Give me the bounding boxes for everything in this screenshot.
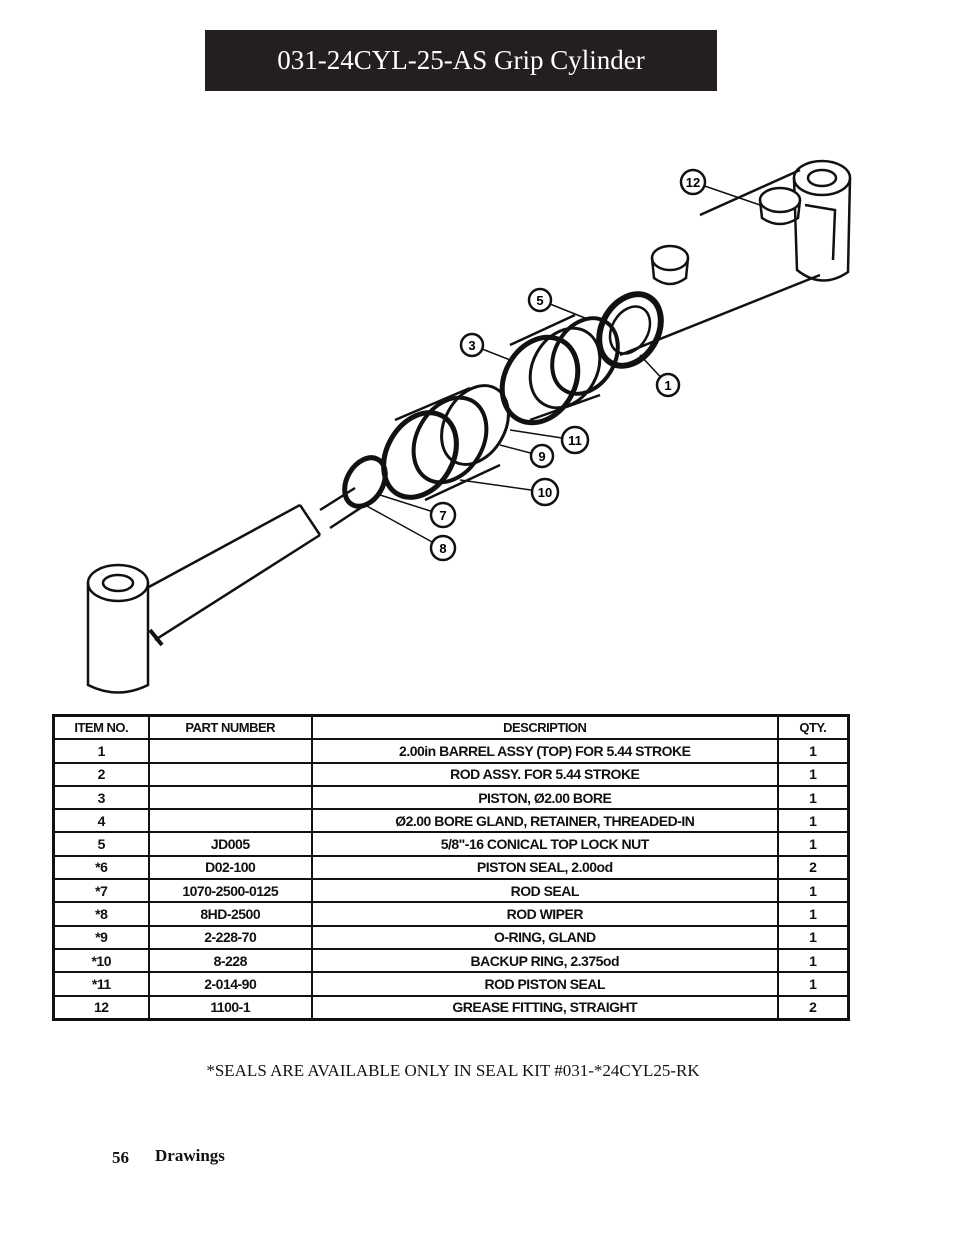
cell-item-no: *9 [52, 924, 150, 950]
cell-part-number: 2-228-70 [147, 924, 313, 950]
cell-part-number: 1070-2500-0125 [147, 878, 313, 904]
cell-description: PISTON, Ø2.00 BORE [310, 784, 779, 811]
cell-item-no: 5 [52, 831, 150, 857]
page-title: 031-24CYL-25-AS Grip Cylinder [205, 30, 717, 91]
balloon-8-label: 8 [439, 541, 446, 556]
cell-qty: 1 [776, 947, 850, 974]
cell-description: ROD PISTON SEAL [310, 971, 779, 997]
page-number: 56 [112, 1148, 129, 1167]
cell-qty: 1 [776, 738, 850, 764]
cell-item-no: *8 [52, 901, 150, 927]
cell-qty: 1 [776, 784, 850, 811]
cell-description: ROD ASSY. FOR 5.44 STROKE [310, 761, 779, 787]
cell-item-no: 3 [52, 784, 150, 811]
cell-item-no: *7 [52, 878, 150, 904]
cell-description: Ø2.00 BORE GLAND, RETAINER, THREADED-IN [310, 808, 779, 834]
cell-qty: 1 [776, 901, 850, 927]
cell-description: GREASE FITTING, STRAIGHT [310, 994, 779, 1021]
cell-part-number: 1100-1 [147, 994, 313, 1021]
cell-description: PISTON SEAL, 2.00od [310, 854, 779, 881]
cell-qty: 1 [776, 808, 850, 834]
balloon-1-label: 1 [664, 378, 671, 393]
cell-item-no: 12 [52, 994, 150, 1021]
cell-description: 5/8"-16 CONICAL TOP LOCK NUT [310, 831, 779, 857]
cell-item-no: *10 [52, 947, 150, 974]
balloon-3-label: 3 [468, 338, 475, 353]
cell-part-number: D02-100 [147, 854, 313, 881]
header-qty: QTY. [776, 714, 850, 741]
balloon-9: 9 [529, 443, 555, 469]
cell-description: 2.00in BARREL ASSY (TOP) FOR 5.44 STROKE [310, 738, 779, 764]
balloon-10-label: 10 [538, 485, 552, 500]
cell-qty: 2 [776, 854, 850, 881]
balloon-1: 1 [655, 372, 681, 398]
cell-item-no: *6 [52, 854, 150, 881]
cell-item-no: *11 [52, 971, 150, 997]
cell-description: BACKUP RING, 2.375od [310, 947, 779, 974]
balloon-5-label: 5 [536, 293, 543, 308]
cell-part-number [147, 808, 313, 834]
cell-qty: 1 [776, 831, 850, 857]
balloon-10: 10 [530, 477, 560, 507]
header-part-number: PART NUMBER [147, 714, 313, 741]
cell-qty: 1 [776, 924, 850, 950]
balloon-7-label: 7 [439, 508, 446, 523]
header-description: DESCRIPTION [310, 714, 779, 741]
balloon-3: 3 [459, 332, 485, 358]
cell-part-number [147, 761, 313, 787]
cell-part-number: 8HD-2500 [147, 901, 313, 927]
cell-qty: 1 [776, 971, 850, 997]
balloon-8: 8 [429, 534, 457, 562]
balloon-11-label: 11 [568, 433, 582, 448]
cell-part-number: 2-014-90 [147, 971, 313, 997]
cell-part-number [147, 784, 313, 811]
section-title: Drawings [155, 1146, 225, 1165]
seal-kit-footnote: *SEALS ARE AVAILABLE ONLY IN SEAL KIT #0… [206, 1061, 700, 1080]
balloon-12-label: 12 [686, 175, 700, 190]
cell-part-number: 8-228 [147, 947, 313, 974]
cell-description: ROD WIPER [310, 901, 779, 927]
cell-item-no: 2 [52, 761, 150, 787]
cell-description: ROD SEAL [310, 878, 779, 904]
balloon-9-label: 9 [538, 449, 545, 464]
cell-item-no: 1 [52, 738, 150, 764]
cell-part-number: JD005 [147, 831, 313, 857]
balloon-7: 7 [429, 501, 457, 529]
header-item-no: ITEM NO. [52, 714, 150, 741]
cell-qty: 2 [776, 994, 850, 1021]
table-row: 4 Ø2.00 BORE GLAND, RETAINER, THREADED-IN… [52, 808, 850, 834]
cell-part-number [147, 738, 313, 764]
balloon-11: 11 [560, 425, 590, 455]
cell-description: O-RING, GLAND [310, 924, 779, 950]
table-header-row: ITEM NO. PART NUMBER DESCRIPTION QTY. [52, 714, 850, 741]
cell-qty: 1 [776, 878, 850, 904]
balloon-12: 12 [679, 168, 707, 196]
balloon-5: 5 [527, 287, 553, 313]
cell-item-no: 4 [52, 808, 150, 834]
cell-qty: 1 [776, 761, 850, 787]
